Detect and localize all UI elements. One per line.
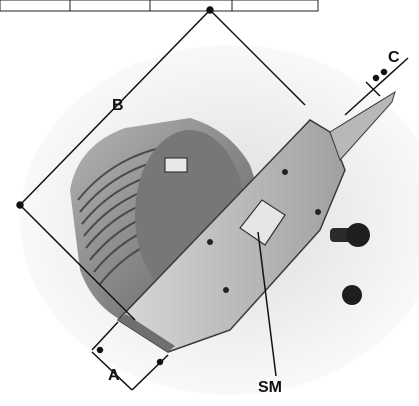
clamp-knob-icon (330, 223, 370, 305)
dimension-b (16, 6, 306, 321)
lower-knob-icon (342, 285, 362, 305)
blade-tip (329, 90, 396, 161)
sm-guide (239, 199, 286, 246)
label-a: A (108, 367, 120, 384)
label-c: C (388, 49, 400, 66)
dimension-a (91, 321, 169, 391)
dimension-c (344, 57, 409, 116)
blade-holder (116, 90, 396, 353)
sm-pointer-line (257, 231, 277, 377)
table-header-strip (0, 0, 319, 12)
label-sm: SM (258, 379, 282, 396)
nameplate-icon (164, 157, 188, 173)
label-b: B (112, 97, 124, 114)
